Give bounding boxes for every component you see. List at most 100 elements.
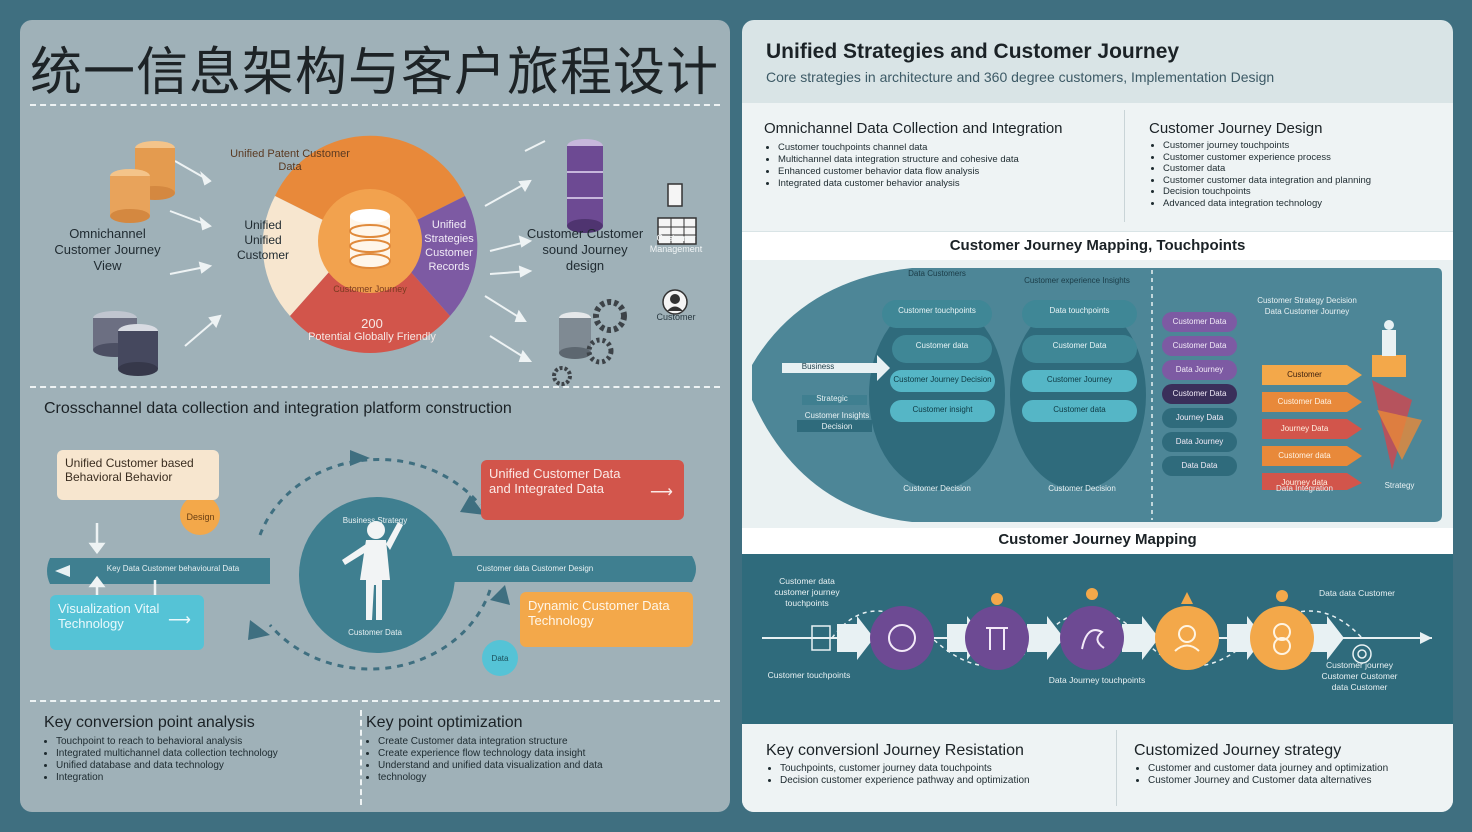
col3-bottom: Data Integration <box>1276 484 1333 493</box>
list-item: Understand and unified data visualizatio… <box>378 760 603 772</box>
list-item: Advanced data integration technology <box>1163 198 1371 210</box>
crosschannel-diagram <box>47 450 696 676</box>
hub-diagram <box>93 135 697 386</box>
database-icon <box>349 209 391 269</box>
hub-segment-right <box>410 196 478 316</box>
mapping-title-bar <box>742 232 1453 260</box>
dynamic-data-box: Dynamic Customer Data Technology <box>520 592 693 647</box>
journey-stage-3 <box>1060 606 1124 670</box>
col4-bottom: Strategy <box>1384 481 1415 490</box>
journey-stage-4 <box>1155 606 1219 670</box>
mapping-right-top: Customer Strategy Decision Data Customer… <box>1257 296 1357 316</box>
orange-dot <box>180 495 220 535</box>
list-item: Integrated data customer behavior analys… <box>778 178 1019 190</box>
list-item: Customer Journey and Customer data alter… <box>1148 775 1388 787</box>
divider <box>30 700 720 702</box>
gear-icon <box>552 299 627 386</box>
orange-pill: Customer data <box>1278 451 1331 460</box>
left-panel: 统一信息架构与客户旅程设计 <box>20 20 730 812</box>
data-bar-left-label: Key Data Customer behavioural Data <box>106 564 240 573</box>
data-bar-right-label: Customer data Customer Design <box>476 564 594 573</box>
teal-pill: Customer Data <box>1022 335 1137 363</box>
list-item: Create experience flow technology data i… <box>378 748 603 760</box>
hub-left-label: Unified Unified Customer <box>236 218 289 262</box>
data-bar-right <box>435 556 696 582</box>
list-item: Customer data <box>1163 163 1371 175</box>
divider <box>360 710 362 805</box>
journey-right-top: Data data Customer <box>1318 588 1396 598</box>
center-caption: Business Strategy <box>342 516 408 525</box>
list-item: Enhanced customer behavior data flow ana… <box>778 166 1019 178</box>
unified-data-box: Unified Customer Data and Integrated Dat… <box>481 460 684 520</box>
hub-arrows <box>169 140 546 362</box>
right-icon-bottom-label: Customer <box>656 312 696 322</box>
teal-pill: Data touchpoints <box>1022 300 1137 328</box>
purple-pill: Customer Data <box>1162 336 1237 356</box>
mapping-left-caption: Customer Insights Decision <box>804 411 870 431</box>
bottom-section <box>742 724 1453 812</box>
hub-arc-label: Customer Journey <box>333 284 407 294</box>
hub-segment-left <box>262 196 330 316</box>
conversion-list: Touchpoint to reach to behavioral analys… <box>44 736 278 784</box>
teal-pill: Customer data <box>1022 400 1137 422</box>
purple-pill: Customer Data <box>1162 384 1237 404</box>
teal-pill: Customer insight <box>890 400 995 422</box>
crosschannel-title: Crosschannel data collection and integra… <box>44 400 512 417</box>
journey-diagram <box>762 588 1432 670</box>
custom-title: Customized Journey strategy <box>1134 742 1342 759</box>
orange-pill: Customer <box>1287 370 1322 379</box>
list-item: Decision touchpoints <box>1163 186 1371 198</box>
cyan-dot <box>482 640 518 676</box>
list-item: Touchpoint to reach to behavioral analys… <box>56 736 278 748</box>
purple-pill: Data Data <box>1162 456 1237 476</box>
optimization-list: Create Customer data integration structu… <box>366 736 603 784</box>
purple-pill: Journey Data <box>1162 408 1237 428</box>
right-icon-top-label: Customer Management <box>649 233 703 254</box>
mapping-left-tip: Business <box>801 362 835 371</box>
orange-pill: Journey Data <box>1280 424 1329 433</box>
person-body <box>1382 330 1396 356</box>
col2-top: Customer experience Insights <box>1024 276 1130 285</box>
hub-segment-top <box>275 135 465 221</box>
cyan-dot-label: Data <box>491 654 509 663</box>
resist-list: Touchpoints, customer journey data touch… <box>768 763 1030 787</box>
list-item: Customer customer data integration and p… <box>1163 175 1371 187</box>
mapping-left-tip2: Strategic <box>816 394 848 403</box>
purple-pill: Data Journey <box>1162 360 1237 380</box>
mapping-title: Customer Journey Mapping, Touchpoints <box>949 237 1246 254</box>
omni-list: Customer touchpoints channel data Multic… <box>766 142 1019 190</box>
design-title: Customer Journey Design <box>1149 120 1323 137</box>
hub-right-label: Unified Strategies Customer Records <box>424 219 474 273</box>
orange-dot-label: Design <box>186 512 215 522</box>
right-title: Unified Strategies and Customer Journey <box>766 40 1180 63</box>
customer-design-label: Customer Customer sound Journey design <box>526 226 644 273</box>
list-item: Customer touchpoints channel data <box>778 142 1019 154</box>
right-subtitle: Core strategies in architecture and 360 … <box>766 69 1275 85</box>
divider <box>30 386 720 388</box>
custom-list: Customer and customer data journey and o… <box>1136 763 1388 787</box>
list-item: Integration <box>56 772 278 784</box>
list-item: technology <box>378 772 603 784</box>
teal-pill: Customer touchpoints <box>882 300 992 328</box>
orange-pill: Customer Data <box>1277 397 1332 406</box>
list-item: Customer customer experience process <box>1163 152 1371 164</box>
list-item: Multichannel data integration structure … <box>778 154 1019 166</box>
arrow-right-icon: ⟶ <box>650 484 673 501</box>
person-icon <box>1384 320 1394 330</box>
right-panel: Unified Strategies and Customer Journey … <box>742 20 1453 812</box>
person-icon <box>662 289 688 315</box>
journey-right-bottom: Customer journey Customer Customer data … <box>1321 660 1398 692</box>
cycle-arrowheads <box>248 450 510 640</box>
journey-stage-1 <box>870 606 934 670</box>
journey-stage-2 <box>965 606 1029 670</box>
design-list: Customer journey touchpoints Customer cu… <box>1151 140 1371 209</box>
database-stack-icon <box>567 139 603 233</box>
divider <box>30 104 720 106</box>
teal-pill: Customer Journey <box>1022 370 1137 392</box>
visualization-box: Visualization Vital Technology <box>50 595 204 650</box>
journey-left-bottom: Customer touchpoints <box>767 670 851 680</box>
col1-top: Data Customers <box>908 269 966 278</box>
list-item: Decision customer experience pathway and… <box>780 775 1030 787</box>
purple-pill: Customer Data <box>1162 312 1237 332</box>
teal-pill: Customer data <box>892 335 992 363</box>
